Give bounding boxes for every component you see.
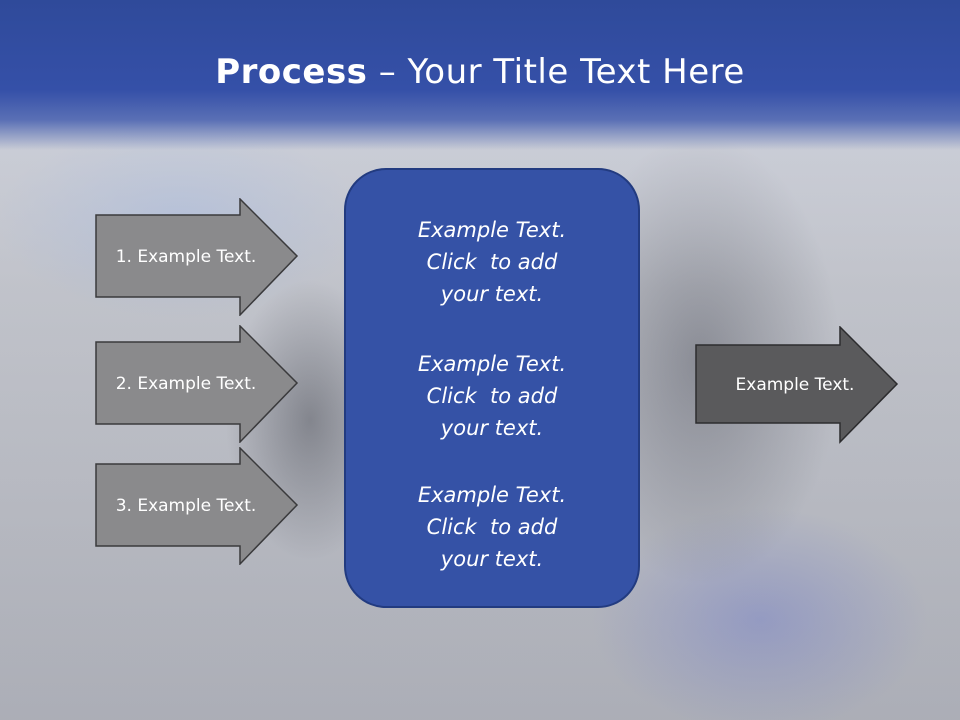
step-label-2: 2. Example Text. — [115, 374, 257, 394]
arrow-right-icon — [695, 326, 899, 444]
title-bold: Process — [215, 52, 368, 92]
arrow-right-icon — [95, 198, 299, 316]
title-bar — [0, 0, 960, 150]
center-text-box[interactable]: Example Text. Click to add your text. Ex… — [344, 168, 640, 608]
step-arrow-2[interactable]: 2. Example Text. — [95, 325, 299, 443]
output-label: Example Text. — [735, 375, 855, 395]
output-arrow[interactable]: Example Text. — [695, 326, 899, 444]
block-line: your text. — [440, 547, 544, 571]
center-text-block-2[interactable]: Example Text. Click to add your text. — [346, 348, 638, 444]
step-arrow-3[interactable]: 3. Example Text. — [95, 447, 299, 565]
slide-title[interactable]: Process – Your Title Text Here — [0, 52, 960, 92]
block-line: Example Text. — [417, 483, 567, 507]
arrow-right-icon — [95, 447, 299, 565]
block-line: Click to add — [426, 384, 558, 408]
step-label-1: 1. Example Text. — [115, 247, 257, 267]
block-line: Click to add — [426, 515, 558, 539]
center-text-block-1[interactable]: Example Text. Click to add your text. — [346, 214, 638, 310]
center-text-block-3[interactable]: Example Text. Click to add your text. — [346, 479, 638, 575]
arrow-right-icon — [95, 325, 299, 443]
block-line: your text. — [440, 416, 544, 440]
step-arrow-1[interactable]: 1. Example Text. — [95, 198, 299, 316]
block-line: Example Text. — [417, 352, 567, 376]
title-rest: – Your Title Text Here — [367, 52, 745, 92]
block-line: Click to add — [426, 250, 558, 274]
block-line: your text. — [440, 282, 544, 306]
step-label-3: 3. Example Text. — [115, 496, 257, 516]
block-line: Example Text. — [417, 218, 567, 242]
